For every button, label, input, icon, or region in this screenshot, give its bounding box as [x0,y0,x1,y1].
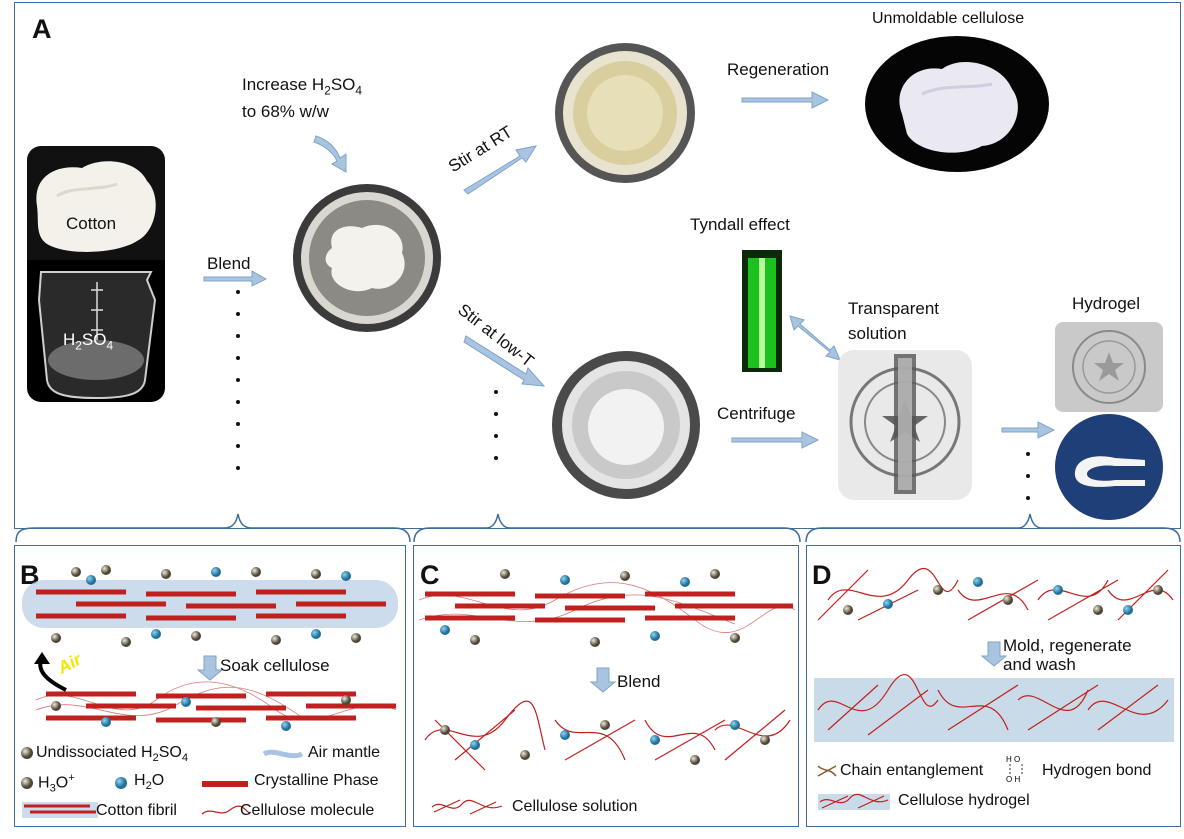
hydrogel-bent-photo [1055,414,1163,520]
hydrogel-arrow [1001,421,1056,439]
legend-molecule-icon [201,805,251,815]
regeneration-label: Regeneration [727,60,830,79]
panel-d-frame [806,545,1181,827]
svg-text:H O: H O [1006,755,1020,764]
legend-h2o-icon [115,777,127,789]
panel-a-label: A [32,14,52,44]
centrifuge-arrow [731,431,820,449]
increase-arrow [313,135,347,173]
legend-crystalline-label: Crystalline Phase [254,772,379,789]
panel-c-scene [418,569,796,771]
panel-b-scene [22,565,398,731]
legend-entanglement-label: Chain entanglement [840,762,984,779]
regeneration-arrow [741,91,830,109]
panel-d-label: D [812,560,832,590]
legend-hbond-label: Hydrogen bond [1042,762,1152,779]
legend-fibril-icon [22,802,98,818]
blend-arrow [203,270,268,287]
legend-undiss-icon [21,747,33,759]
cotton-label: Cotton [66,214,117,233]
legend-molecule-label: Cellulose molecule [240,802,375,819]
legend-h2o-label: H2O [134,772,165,793]
cotton-photo: Cotton [27,146,165,260]
unmoldable-label: Unmoldable cellulose [872,10,1025,27]
centrifuge-label: Centrifuge [717,404,796,423]
acid-label: H2SO4 [63,330,114,353]
dots-hydrogel [1026,452,1030,518]
panel-c-label: C [420,560,440,590]
legend-h3o-icon [21,777,33,789]
panel-c-blend-label: Blend [617,672,661,691]
legend-air-mantle-icon [262,749,304,759]
low-t-beaker-photo [550,345,702,505]
legend-solution-icon [431,799,503,815]
tyndall-label: Tyndall effect [690,215,790,234]
tyndall-cuvette-photo [742,250,782,372]
legend-crystalline-icon [202,781,248,787]
panel-braces [15,513,1181,543]
mixing-beaker-photo [287,178,447,338]
transparent-solution-photo [838,350,972,500]
unmoldable-cellulose-photo [862,34,1052,174]
tyndall-double-arrow [789,315,841,361]
rt-beaker-photo [550,40,700,186]
panel-d-scene [814,567,1174,742]
blend-label: Blend [207,254,251,273]
svg-text:O H: O H [1006,775,1020,784]
legend-entanglement-icon [817,765,837,777]
dots-blend [236,290,240,488]
panel-b-frame [14,545,406,827]
soak-label: Soak cellulose [220,656,330,675]
hydrogel-label: Hydrogel [1072,294,1141,313]
legend-hbond-icon: H O O H [1006,755,1023,784]
legend-hydrogel-label: Cellulose hydrogel [898,792,1030,809]
legend-undiss-label: Undissociated H2SO4 [36,744,189,765]
legend-hydrogel-icon [818,793,890,810]
legend-solution-label: Cellulose solution [512,798,638,815]
acid-beaker-photo: H2SO4 [27,260,165,402]
stir-lowt-arrow [463,335,546,387]
legend-fibril-label: Cotton fibril [96,802,177,819]
legend-h3o-label: H3O+ [38,772,75,795]
legend-air-mantle-label: Air mantle [308,744,381,761]
increase-acid-label: Increase H2SO4 to 68% w/w [242,75,363,122]
hydrogel-disk-photo [1055,322,1163,412]
panel-c-frame [413,545,799,827]
stir-rt-arrow [463,145,538,195]
dots-low-t [494,390,498,478]
